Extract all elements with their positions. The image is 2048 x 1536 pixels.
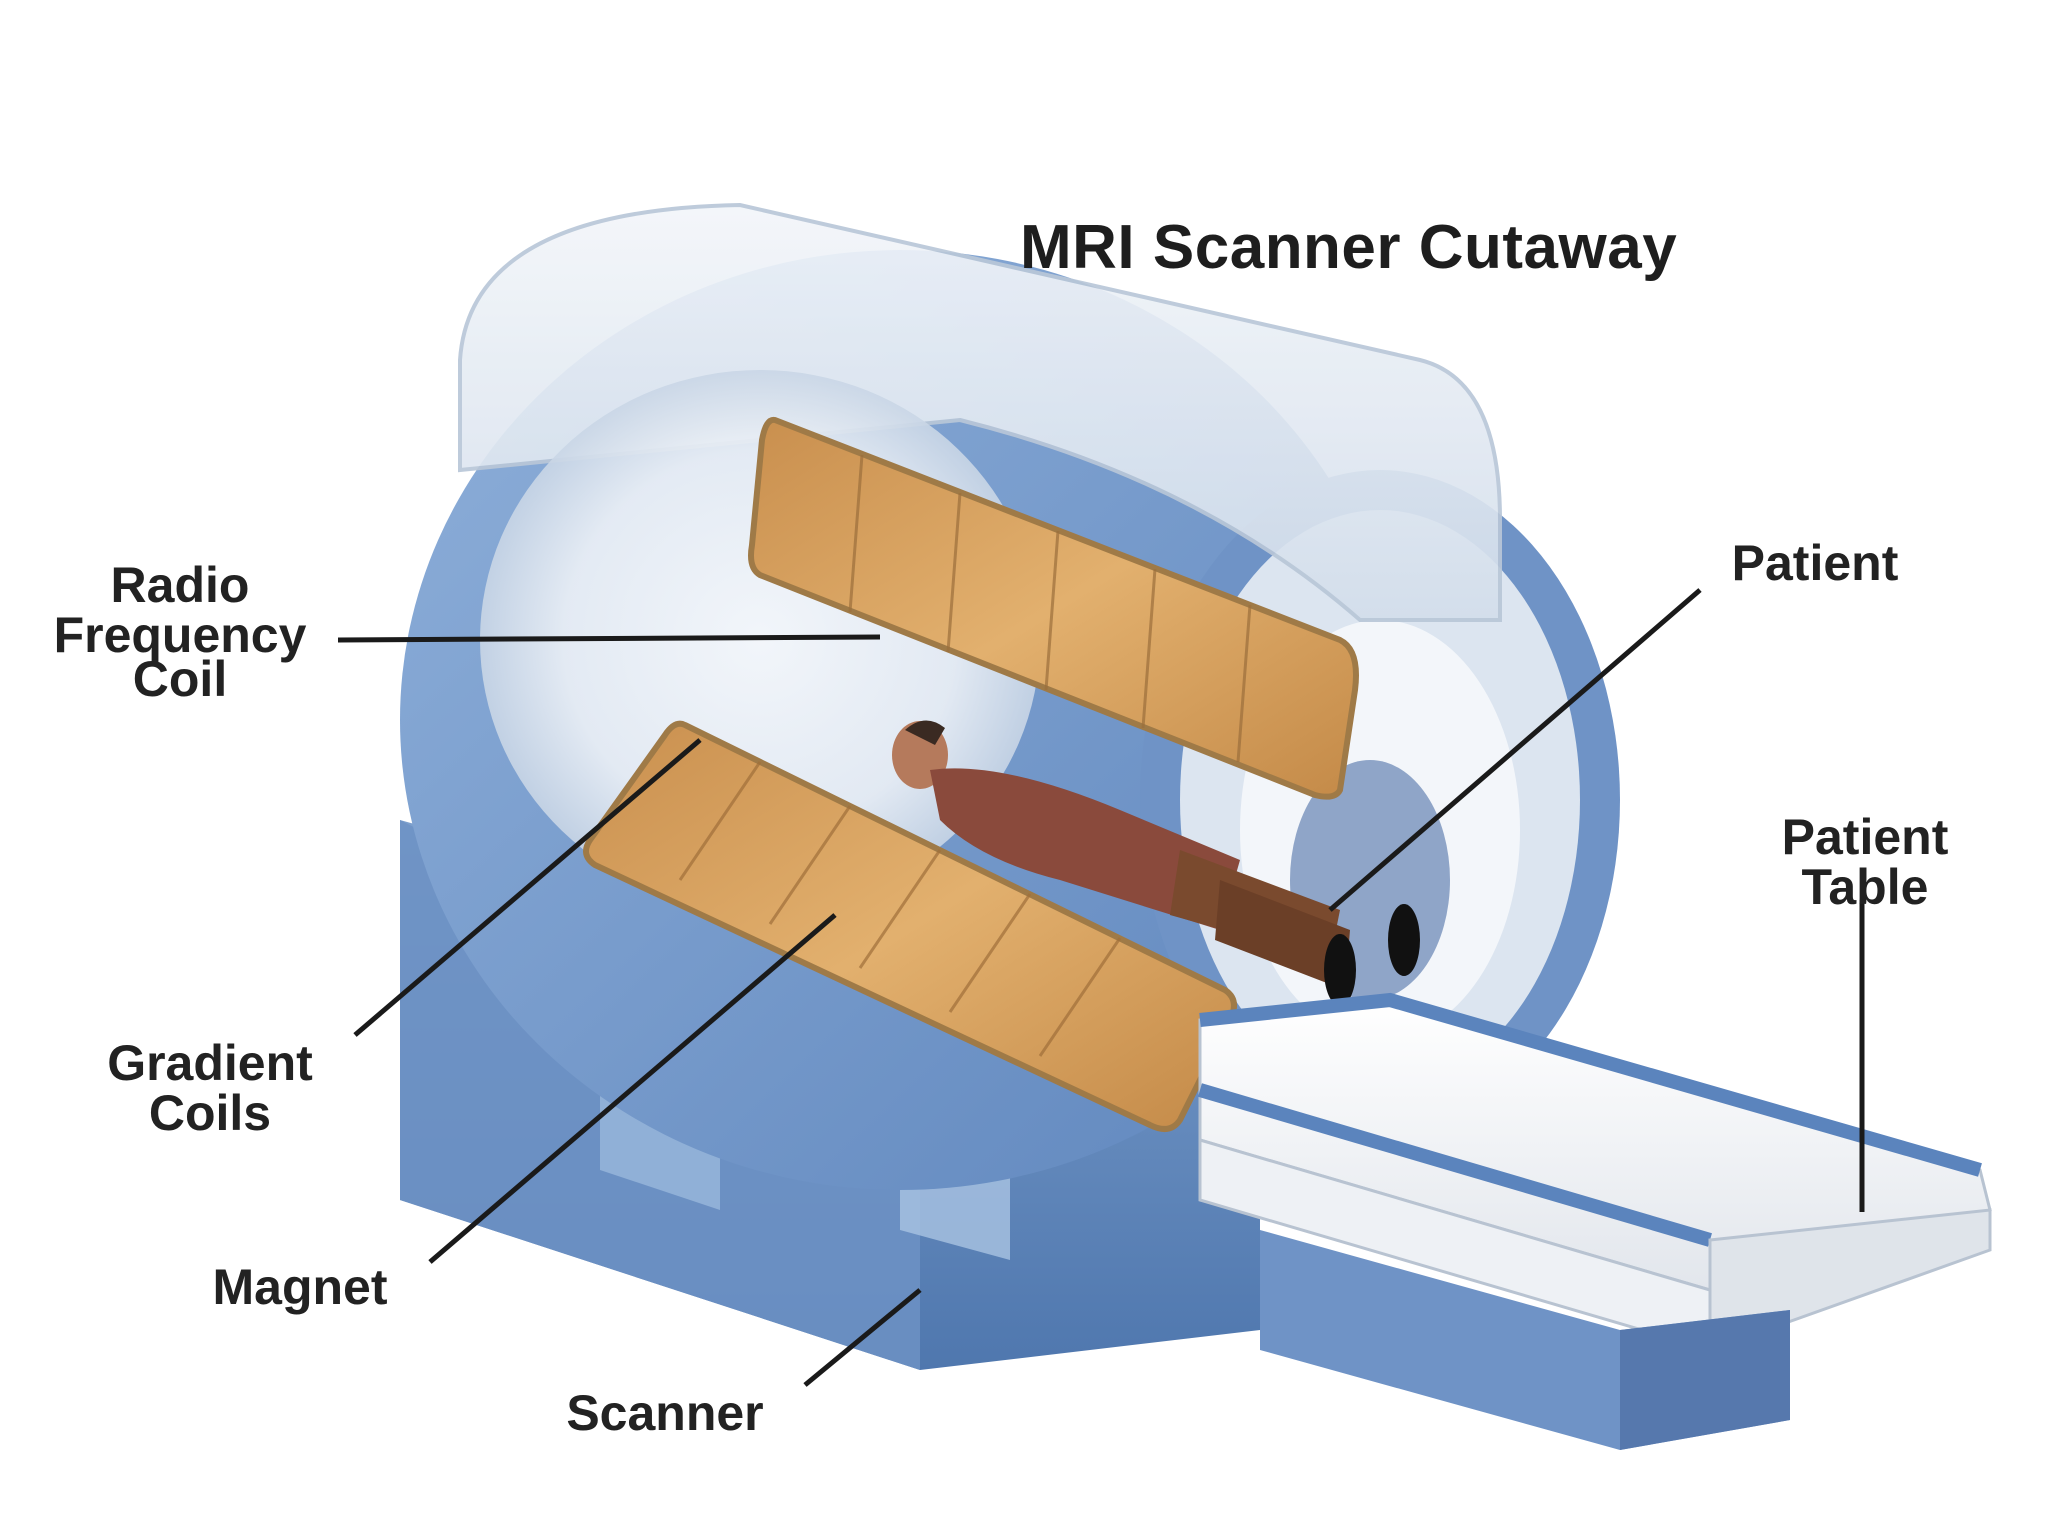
label-line: Patient [1781, 809, 1949, 865]
label-line: Table [1801, 859, 1929, 915]
diagram-title: MRI Scanner Cutaway [1020, 213, 1678, 282]
patient-table-shape [1198, 992, 1992, 1450]
leader-lines [337, 588, 1865, 1387]
label-line: Coil [132, 651, 228, 707]
label-patient-table: Patient Table [1750, 812, 1980, 912]
label-magnet: Magnet [212, 1259, 388, 1315]
patient-figure [892, 720, 1420, 1006]
label-radio-frequency-coil: Radio Frequency Coil [20, 560, 340, 704]
label-patient: Patient [1731, 535, 1899, 591]
label-line: Radio [110, 557, 250, 613]
label-line: Coils [148, 1085, 272, 1141]
gradient-coil-panel [583, 720, 1237, 1132]
radio-frequency-coil-panel [748, 416, 1359, 800]
leader-magnet [428, 913, 837, 1264]
label-scanner: Scanner [566, 1385, 764, 1441]
leader-patient [1328, 588, 1702, 912]
label-gradient-coils: Gradient Coils [70, 1038, 350, 1138]
leader-gradient-coils [353, 738, 702, 1037]
label-line: Frequency [53, 607, 307, 663]
label-line: Gradient [107, 1035, 313, 1091]
leader-radio-frequency-coil [337, 634, 881, 643]
leader-scanner [803, 1288, 922, 1387]
